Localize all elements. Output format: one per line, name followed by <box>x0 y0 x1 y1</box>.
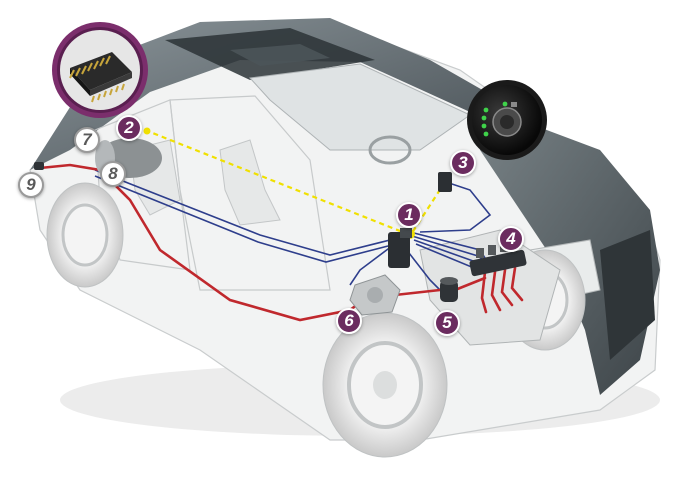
marker-8[interactable]: 8 <box>100 161 126 187</box>
gas-lines <box>38 163 524 322</box>
front-grille <box>600 230 655 360</box>
marker-9-label: 9 <box>26 175 36 194</box>
marker-5[interactable]: 5 <box>434 310 460 336</box>
fuel-switch-mount <box>438 172 452 192</box>
marker-2-label: 2 <box>124 118 134 137</box>
marker-3[interactable]: 3 <box>450 150 476 176</box>
marker-7[interactable]: 7 <box>74 127 100 153</box>
filler-valve <box>34 162 44 170</box>
car-roof <box>30 18 500 170</box>
fuel-switch-icon <box>481 101 522 137</box>
marker-8-label: 8 <box>108 164 118 183</box>
marker-9[interactable]: 9 <box>18 172 44 198</box>
windshield <box>248 63 471 151</box>
marker-7-label: 7 <box>82 130 92 149</box>
ecu-unit <box>388 232 410 268</box>
rear-wheel <box>46 182 124 288</box>
marker-2[interactable]: 2 <box>116 115 142 141</box>
ecu-chip-icon <box>69 52 132 103</box>
marker-4-label: 4 <box>506 229 516 248</box>
ecu-chip-inset <box>52 22 148 118</box>
marker-1-label: 1 <box>404 205 414 224</box>
marker-4[interactable]: 4 <box>498 226 524 252</box>
fuel-switch-inset <box>467 80 547 160</box>
signal-node-ecu-end <box>143 127 151 135</box>
marker-3-label: 3 <box>458 153 468 172</box>
front-left-wheel <box>322 312 448 458</box>
marker-5-label: 5 <box>442 313 452 332</box>
marker-6[interactable]: 6 <box>336 308 362 334</box>
ecu-connector <box>400 228 412 238</box>
gas-filter <box>440 277 458 302</box>
marker-1[interactable]: 1 <box>396 202 422 228</box>
seat-front <box>219 139 281 226</box>
reducer <box>349 274 401 316</box>
steering-wheel <box>368 135 412 165</box>
marker-6-label: 6 <box>344 311 354 330</box>
